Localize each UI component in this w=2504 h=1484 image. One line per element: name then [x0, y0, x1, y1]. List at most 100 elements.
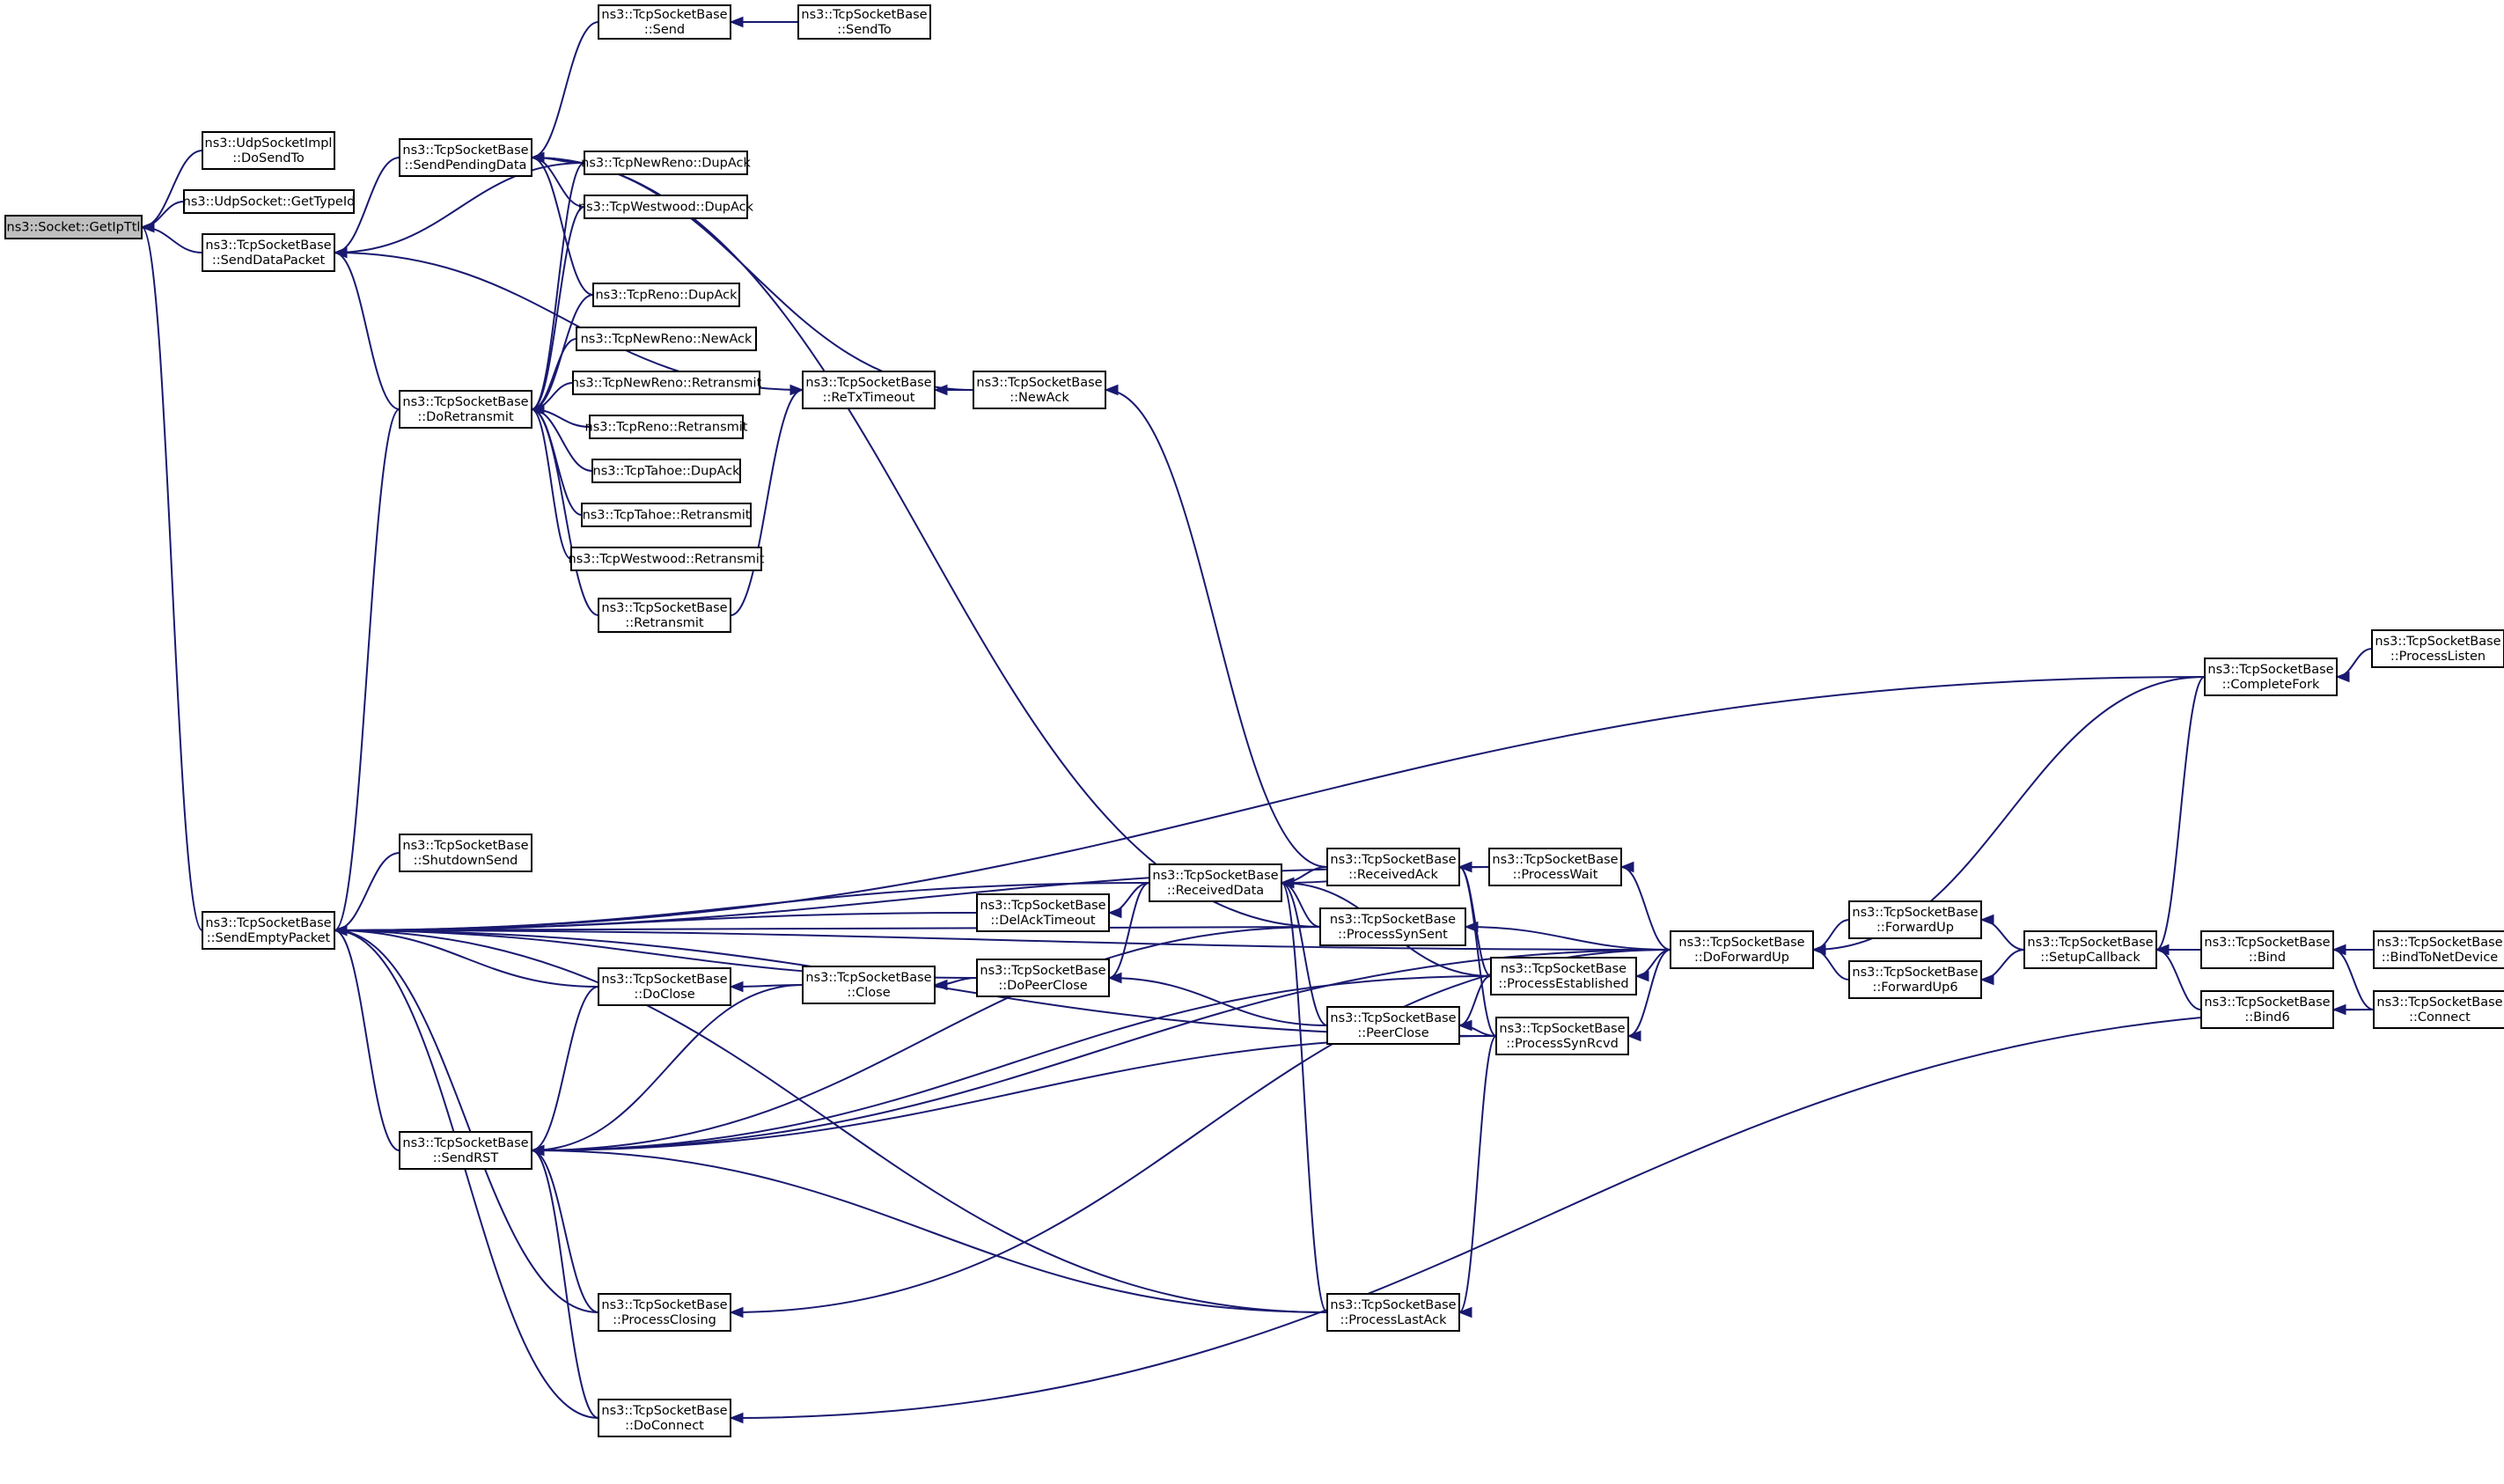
edge-n7-n20	[531, 157, 974, 391]
edge-arrowhead	[729, 16, 744, 28]
node-tcpsocketbase-processsynrcvd-label-1: ::ProcessSynRcvd	[1506, 1037, 1619, 1051]
node-tcpsocketbase-receivedack[interactable]: ns3::TcpSocketBase::ReceivedAck	[1326, 848, 1460, 886]
node-tcpsocketbase-processsynsent[interactable]: ns3::TcpSocketBase::ProcessSynSent	[1319, 907, 1466, 946]
node-tcpreno-retransmit[interactable]: ns3::TcpReno::Retransmit	[585, 415, 748, 439]
node-tcpnewreno-dupack-box	[584, 151, 748, 175]
node-tcpsocketbase-connect[interactable]: ns3::TcpSocketBase::Connect	[2373, 990, 2504, 1029]
edge-n7-n5	[531, 21, 599, 158]
node-tcpsocketbase-sendpendingdata[interactable]: ns3::TcpSocketBase::SendPendingData	[399, 138, 532, 177]
node-tcpsocketbase-sendrst[interactable]: ns3::TcpSocketBase::SendRST	[399, 1131, 532, 1170]
node-tcpsocketbase-sendemptypacket[interactable]: ns3::TcpSocketBase::SendEmptyPacket	[202, 911, 335, 950]
node-tcpsocketbase-processlisten-label-1: ::ProcessListen	[2390, 650, 2486, 664]
edge-n33-n26	[531, 926, 1321, 1151]
edge-n7-n26	[531, 157, 1321, 928]
node-tcpnewreno-dupack[interactable]: ns3::TcpNewReno::DupAck	[581, 151, 751, 175]
edge-arrowhead	[1634, 970, 1649, 982]
edge-n3-n18	[334, 252, 400, 410]
node-tcpsocketbase-retxtimeout-label-1: ::ReTxTimeout	[823, 391, 915, 405]
edge-arrowhead	[729, 981, 744, 993]
node-tcpsocketbase-processclosing[interactable]: ns3::TcpSocketBase::ProcessClosing	[598, 1293, 731, 1332]
node-tcpsocketbase-completefork[interactable]: ns3::TcpSocketBase::CompleteFork	[2204, 658, 2338, 696]
node-tcptahoe-dupack[interactable]: ns3::TcpTahoe::DupAck	[591, 459, 741, 483]
node-tcpsocketbase-receiveddata[interactable]: ns3::TcpSocketBase::ReceivedData	[1149, 863, 1282, 902]
node-tcpsocketbase-processestablished-label-0: ns3::TcpSocketBase	[1501, 962, 1626, 976]
node-tcpsocketbase-doretransmit[interactable]: ns3::TcpSocketBase::DoRetransmit	[399, 390, 532, 429]
node-tcpsocketbase-doconnect-box	[598, 1399, 731, 1437]
node-tcpsocketbase-peerclose[interactable]: ns3::TcpSocketBase::PeerClose	[1326, 1006, 1460, 1045]
node-tcpsocketbase-processlastack[interactable]: ns3::TcpSocketBase::ProcessLastAck	[1326, 1293, 1460, 1332]
node-tcpsocketbase-processsynsent-label-1: ::ProcessSynSent	[1338, 928, 1448, 942]
node-tcpsocketbase-processlisten-label-0: ns3::TcpSocketBase	[2375, 635, 2500, 649]
node-tcpsocketbase-bindtonetdevice-box	[2373, 930, 2504, 969]
node-tcpsocketbase-processlisten-box	[2371, 629, 2504, 668]
node-tcpsocketbase-processestablished[interactable]: ns3::TcpSocketBase::ProcessEstablished	[1490, 957, 1637, 995]
node-tcpsocketbase-dopeerclose[interactable]: ns3::TcpSocketBase::DoPeerClose	[976, 959, 1110, 997]
node-tcpsocketbase-peerclose-label-1: ::PeerClose	[1357, 1026, 1428, 1040]
node-tcpsocketbase-delacktimeout[interactable]: ns3::TcpSocketBase::DelAckTimeout	[976, 893, 1110, 932]
node-tcpsocketbase-processlastack-label-1: ::ProcessLastAck	[1340, 1313, 1447, 1327]
node-tcpsocketbase-delacktimeout-box	[976, 893, 1110, 932]
node-tcpsocketbase-close[interactable]: ns3::TcpSocketBase::Close	[802, 966, 936, 1004]
node-tcpsocketbase-connect-label-0: ns3::TcpSocketBase	[2376, 995, 2502, 1010]
node-tcpsocketbase-dopeerclose-label-1: ::DoPeerClose	[998, 979, 1087, 993]
node-tcpsocketbase-doclose-label-0: ns3::TcpSocketBase	[601, 973, 727, 987]
node-tcpsocketbase-retransmit-box	[598, 598, 731, 633]
node-tcpsocketbase-bindtonetdevice[interactable]: ns3::TcpSocketBase::BindToNetDevice	[2373, 930, 2504, 969]
node-tcpsocketbase-processlisten[interactable]: ns3::TcpSocketBase::ProcessListen	[2371, 629, 2504, 668]
edge-arrowhead	[933, 384, 948, 396]
node-tcpsocketbase-doconnect-label-1: ::DoConnect	[625, 1419, 704, 1433]
node-tcpsocketbase-processlastack-box	[1326, 1293, 1460, 1332]
node-tcpsocketbase-bind6[interactable]: ns3::TcpSocketBase::Bind6	[2200, 990, 2334, 1029]
node-tcpsocketbase-processwait[interactable]: ns3::TcpSocketBase::ProcessWait	[1488, 848, 1622, 886]
node-tcpsocketbase-forwardup6-label-1: ::ForwardUp6	[1872, 981, 1957, 995]
node-tcpsocketbase-processwait-box	[1488, 848, 1622, 886]
edge-arrowhead	[933, 979, 948, 991]
node-tcpsocketbase-retransmit[interactable]: ns3::TcpSocketBase::Retransmit	[598, 598, 731, 633]
node-tcpsocketbase-bind6-label-1: ::Bind6	[2244, 1010, 2289, 1025]
node-tcpsocketbase-forwardup-label-1: ::ForwardUp	[1876, 921, 1954, 935]
node-tcpsocketbase-doclose[interactable]: ns3::TcpSocketBase::DoClose	[598, 967, 731, 1006]
node-udpsocketimpl-dosendto[interactable]: ns3::UdpSocketImpl::DoSendTo	[202, 131, 335, 170]
node-tcpsocketbase-bind[interactable]: ns3::TcpSocketBase::Bind	[2200, 930, 2334, 969]
edge-n18-n17	[531, 408, 599, 616]
node-tcpsocketbase-processsynrcvd[interactable]: ns3::TcpSocketBase::ProcessSynRcvd	[1495, 1017, 1629, 1055]
node-tcpsocketbase-forwardup[interactable]: ns3::TcpSocketBase::ForwardUp	[1848, 900, 1982, 939]
node-tcpsocketbase-forwardup6[interactable]: ns3::TcpSocketBase::ForwardUp6	[1848, 960, 1982, 999]
edge-n38-n40	[1980, 919, 2025, 951]
node-tcpsocketbase-sendemptypacket-label-0: ns3::TcpSocketBase	[205, 916, 331, 930]
node-tcpsocketbase-receivedack-box	[1326, 848, 1460, 886]
node-tcpsocketbase-retxtimeout-box	[802, 371, 936, 409]
node-tcpsocketbase-send[interactable]: ns3::TcpSocketBase::Send	[598, 4, 731, 40]
node-tcpsocketbase-setupcallback[interactable]: ns3::TcpSocketBase::SetupCallback	[2023, 930, 2157, 969]
edge-n27-n30	[1108, 977, 1328, 1026]
node-tcpsocketbase-peerclose-label-0: ns3::TcpSocketBase	[1330, 1011, 1456, 1025]
node-socket-getipttl[interactable]: ns3::Socket::GetIpTtl	[4, 215, 143, 239]
node-tcptahoe-retransmit[interactable]: ns3::TcpTahoe::Retransmit	[581, 503, 752, 527]
node-tcpsocketbase-shutdownsend[interactable]: ns3::TcpSocketBase::ShutdownSend	[399, 834, 532, 872]
edge-arrowhead	[1458, 1019, 1472, 1032]
node-tcpwestwood-dupack[interactable]: ns3::TcpWestwood::DupAck	[578, 195, 754, 219]
node-tcpsocketbase-doconnect[interactable]: ns3::TcpSocketBase::DoConnect	[598, 1399, 731, 1437]
node-tcpnewreno-retransmit[interactable]: ns3::TcpNewReno::Retransmit	[571, 371, 762, 395]
node-udpsocket-gettypeid[interactable]: ns3::UdpSocket::GetTypeId	[183, 189, 356, 214]
node-tcpsocketbase-processsynsent-box	[1319, 907, 1466, 946]
node-tcpsocketbase-senddatapacket[interactable]: ns3::TcpSocketBase::SendDataPacket	[202, 233, 335, 272]
node-tcpsocketbase-retxtimeout[interactable]: ns3::TcpSocketBase::ReTxTimeout	[802, 371, 936, 409]
edge-n4-n22	[334, 912, 978, 931]
node-tcpsocketbase-sendto[interactable]: ns3::TcpSocketBase::SendTo	[797, 4, 931, 40]
node-tcpnewreno-newack[interactable]: ns3::TcpNewReno::NewAck	[576, 327, 757, 351]
edge-n33-n35	[531, 1150, 1328, 1313]
edge-arrowhead	[530, 1144, 545, 1157]
node-tcpwestwood-retransmit[interactable]: ns3::TcpWestwood::Retransmit	[569, 547, 765, 571]
edge-n0-n1	[141, 150, 203, 228]
node-tcpsocketbase-newack-label-0: ns3::TcpSocketBase	[976, 376, 1102, 390]
node-tcpsocketbase-newack[interactable]: ns3::TcpSocketBase::NewAck	[973, 371, 1106, 409]
node-tcpsocketbase-bind-label-1: ::Bind	[2249, 951, 2286, 965]
node-tcpwestwood-dupack-label-0: ns3::TcpWestwood::DupAck	[578, 201, 754, 215]
node-tcpsocketbase-sendemptypacket-box	[202, 911, 335, 950]
node-tcpsocketbase-doretransmit-label-1: ::DoRetransmit	[417, 410, 514, 424]
node-tcpreno-dupack[interactable]: ns3::TcpReno::DupAck	[592, 283, 740, 307]
node-tcpsocketbase-sendto-label-0: ns3::TcpSocketBase	[801, 8, 927, 22]
node-tcpsocketbase-doforwardup[interactable]: ns3::TcpSocketBase::DoForwardUp	[1670, 930, 1814, 969]
